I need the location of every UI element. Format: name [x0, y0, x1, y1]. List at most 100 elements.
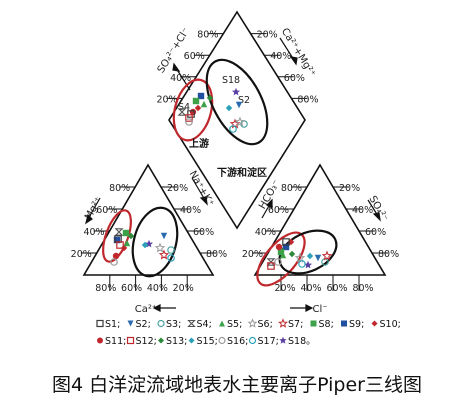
legend-marker-s3: [157, 319, 165, 328]
cation-point-s10: [120, 244, 128, 252]
anion-left-tick-label: 40%: [255, 227, 276, 238]
sample-markers: [110, 87, 333, 270]
legend-label-s13: S13;: [166, 336, 187, 347]
legend-marker-s10: [371, 320, 378, 327]
diamond-point-s5: [200, 100, 208, 108]
cation-left-arrowhead: [85, 213, 93, 225]
anion-point-s8: [277, 248, 285, 256]
diamond-point-s4: [177, 108, 187, 116]
anion-left-tick-label: 80%: [281, 183, 302, 194]
cation-triangle-frame: [82, 163, 215, 276]
cation-bottom-axis-label: Ca²⁺: [135, 304, 157, 315]
legend-marker-s4: [187, 319, 196, 328]
legend-label-s2: S2;: [136, 319, 151, 330]
diamond-point-s2: [235, 101, 243, 109]
anion-point-s6: [294, 252, 306, 263]
cation-point-s15: [141, 241, 149, 249]
legend-label-s3: S3;: [166, 319, 181, 330]
anion-bottom-axis-label: Cl⁻: [312, 304, 327, 315]
cation-right-tick-label: 40%: [180, 205, 201, 216]
anion-point-s9: [282, 243, 290, 251]
tick-labels: 80% 60% 40% 20% 20% 40% 60% 80% 80% 60% 40% 20% 80% 6…: [71, 30, 399, 294]
legend-item-s3: S3;: [157, 319, 181, 330]
diamond-right-tick-label: 80%: [297, 94, 318, 105]
cation-point-s5: [123, 239, 131, 247]
anion-point-s16: [274, 258, 282, 266]
anion-point-s1: [282, 238, 290, 246]
legend-marker-s18: [279, 336, 287, 344]
diamond-right-tick-label: 20%: [257, 30, 278, 41]
legend-item-s9: S9;: [341, 319, 364, 330]
diamond-left-arrow: [175, 67, 191, 91]
legend-marker-s11: [97, 337, 103, 344]
legend-item-s10: S10;: [371, 319, 401, 330]
diamond-point-s17: [229, 125, 237, 133]
legend-item-s16: S16;: [218, 336, 248, 347]
cation-right-tick-label: 80%: [206, 249, 227, 260]
diamond-left-arrowhead: [172, 62, 181, 72]
diamond-frame: [168, 10, 306, 230]
cation-point-s13: [127, 232, 135, 240]
plot-frames: [82, 10, 387, 276]
anion-right-tick-label: 80%: [378, 249, 399, 260]
legend-marker-s12: [126, 336, 135, 345]
figure-caption: 图4 白洋淀流域地表水主要离子Piper三线图: [52, 374, 422, 396]
anion-bottom-tick-label: 60%: [326, 283, 347, 294]
anion-bottom-tick-label: 20%: [274, 283, 295, 294]
cation-right-arrow: [191, 177, 206, 201]
legend-marker-s8: [310, 320, 317, 327]
legend-item-s6: S6;: [247, 318, 273, 330]
upstream-outline-diamond: [172, 78, 214, 142]
cation-point-s17: [167, 254, 175, 262]
cation-bottom-tick-label: 40%: [147, 283, 168, 294]
downstream-outline-anion: [278, 229, 338, 275]
legend-label-s11: S11;: [105, 336, 126, 347]
legend-item-s11: S11;: [97, 336, 126, 347]
group-outlines: [102, 58, 338, 287]
legend-marker-s16: [218, 336, 226, 345]
cation-point-s7: [158, 249, 170, 260]
cation-point-s2: [160, 232, 168, 240]
diamond-right-tick-label: 60%: [284, 73, 305, 84]
legend-label-s16: S16;: [227, 336, 248, 347]
legend-label-s9: S9;: [349, 319, 364, 330]
diamond-left-tick-label: 40%: [170, 73, 191, 84]
cation-left-tick-label: 80%: [109, 183, 130, 194]
upstream-label: 上游: [189, 137, 209, 150]
cation-bottom-tick-label: 20%: [173, 283, 194, 294]
anion-left-tick-label: 60%: [268, 205, 289, 216]
diamond-right-arrow: [279, 37, 295, 61]
legend-item-s1: S1;: [96, 319, 120, 330]
anion-bottom-tick-label: 80%: [352, 283, 373, 294]
cation-point-s6: [154, 242, 166, 253]
diamond-right-arrowhead: [289, 56, 298, 66]
legend-label-s12: S12;: [136, 336, 157, 347]
legend-item-s2: S2;: [127, 319, 151, 330]
legend-label-s8: S8;: [319, 319, 334, 330]
anion-left-arrowhead: [266, 198, 273, 210]
diamond-left-tick-label: 20%: [156, 94, 177, 105]
legend-item-s12: S12;: [126, 336, 157, 347]
anion-point-s13: [288, 250, 296, 258]
cation-right-arrowhead: [199, 196, 208, 206]
legend-marker-s6: [247, 318, 258, 328]
diamond-left-tick-label: 80%: [197, 30, 218, 41]
legend-label-s6: S6;: [258, 319, 273, 330]
diamond-point-s12: [185, 114, 193, 122]
cation-point-s12: [116, 241, 124, 249]
diamond-point-s10: [194, 104, 202, 112]
cation-left-arrow: [87, 197, 101, 220]
cation-left-tick-label: 40%: [83, 227, 104, 238]
cation-point-s16: [110, 258, 118, 266]
cation-point-s8: [122, 229, 130, 237]
legend-marker-s13: [158, 337, 164, 344]
cation-right-tick-label: 20%: [167, 183, 188, 194]
legend-label-s7: S7;: [288, 319, 303, 330]
tick-marks: [80, 33, 388, 291]
anion-right-tick-label: 60%: [365, 227, 386, 238]
legend-label-s17: S17;: [258, 336, 279, 347]
cation-point-s9: [113, 236, 121, 244]
anion-right-tick-label: 40%: [352, 205, 373, 216]
diamond-point-s18: [232, 87, 240, 96]
legend-marker-s2: [127, 320, 134, 327]
